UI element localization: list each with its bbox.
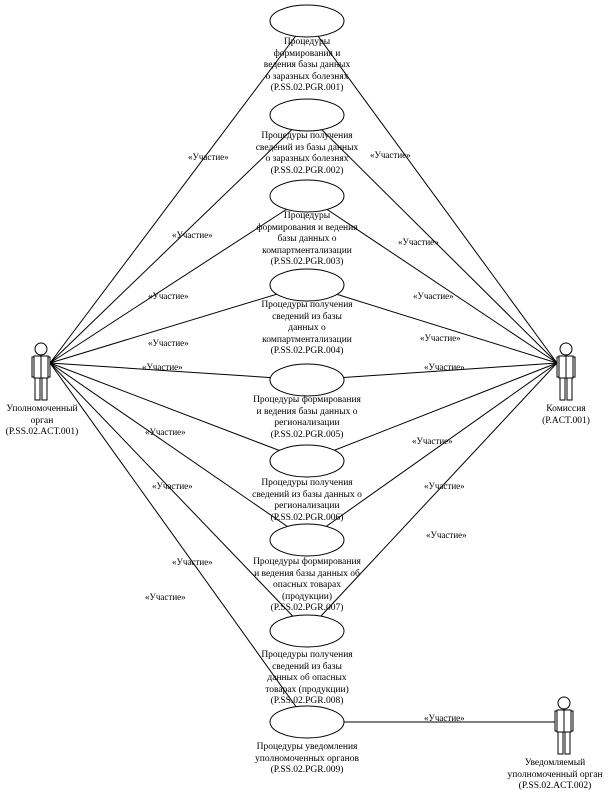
use-case-001 bbox=[269, 4, 345, 38]
participation-label: «Участие» bbox=[420, 333, 461, 343]
association-left-001 bbox=[49, 20, 308, 364]
participation-label: «Участие» bbox=[172, 230, 213, 240]
association-right-001 bbox=[306, 20, 558, 364]
association-left-005 bbox=[49, 362, 308, 381]
use-case-label-001: Процедуры формирования и ведения базы да… bbox=[263, 37, 351, 93]
association-left-003 bbox=[49, 195, 308, 364]
participation-label: «Участие» bbox=[424, 362, 465, 372]
use-case-label-003: Процедуры формирования и ведения базы да… bbox=[256, 211, 358, 267]
participation-label: «Участие» bbox=[188, 152, 229, 162]
bottom-actor-figure bbox=[554, 696, 574, 755]
use-case-label-004: Процедуры получения сведений из базы дан… bbox=[261, 300, 353, 356]
bottom-actor-label: Уведомляемый уполномоченный орган (P.SS.… bbox=[507, 758, 603, 791]
participation-label: «Участие» bbox=[424, 713, 465, 723]
association-right-008 bbox=[306, 362, 558, 632]
participation-label: «Участие» bbox=[426, 530, 467, 540]
association-right-003 bbox=[306, 195, 558, 364]
use-case-006 bbox=[269, 444, 345, 478]
use-case-007 bbox=[269, 523, 345, 557]
association-left-004 bbox=[49, 284, 308, 364]
use-case-label-006: Процедуры получения сведений из базы дан… bbox=[252, 478, 362, 523]
left-actor-figure bbox=[31, 342, 51, 401]
participation-label: «Участие» bbox=[148, 291, 189, 301]
use-case-005 bbox=[269, 363, 345, 397]
association-right-006 bbox=[306, 362, 558, 462]
use-case-002 bbox=[269, 98, 345, 132]
association-right-007 bbox=[306, 362, 558, 541]
association-right-002 bbox=[306, 114, 558, 364]
right-actor-figure bbox=[556, 342, 576, 401]
association-left-009 bbox=[49, 362, 308, 723]
association-right-005 bbox=[306, 362, 558, 381]
use-case-003 bbox=[269, 179, 345, 213]
participation-label: «Участие» bbox=[370, 150, 411, 160]
use-case-009 bbox=[269, 705, 345, 739]
use-case-label-008: Процедуры получения сведений из базы дан… bbox=[261, 650, 353, 706]
participation-label: «Участие» bbox=[424, 481, 465, 491]
participation-label: «Участие» bbox=[142, 362, 183, 372]
association-left-002 bbox=[49, 114, 308, 364]
association-right-004 bbox=[306, 284, 558, 364]
use-case-ellipses bbox=[269, 4, 345, 739]
right-actor-label: Комиссия (P.ACT.001) bbox=[542, 404, 590, 426]
participation-label: «Участие» bbox=[398, 237, 439, 247]
use-case-label-009: Процедуры уведомления уполномоченных орг… bbox=[255, 742, 359, 775]
use-case-label-002: Процедуры получения сведений из базы дан… bbox=[255, 131, 359, 176]
use-case-008 bbox=[269, 614, 345, 648]
participation-label: «Участие» bbox=[412, 436, 453, 446]
participation-label: «Участие» bbox=[152, 481, 193, 491]
participation-label: «Участие» bbox=[145, 592, 186, 602]
participation-label: «Участие» bbox=[413, 291, 454, 301]
participation-label: «Участие» bbox=[145, 427, 186, 437]
use-case-label-007: Процедуры формирования и ведения базы да… bbox=[253, 557, 361, 613]
left-actor-label: Уполномоченный орган (P.SS.02.ACT.001) bbox=[5, 404, 79, 437]
participation-label: «Участие» bbox=[148, 338, 189, 348]
participation-label: «Участие» bbox=[172, 557, 213, 567]
association-left-007 bbox=[49, 362, 308, 541]
use-case-004 bbox=[269, 268, 345, 302]
association-lines bbox=[49, 20, 558, 723]
association-left-006 bbox=[49, 362, 308, 462]
use-case-label-005: Процедуры формирования и ведения базы да… bbox=[253, 395, 361, 440]
association-left-008 bbox=[49, 362, 308, 632]
